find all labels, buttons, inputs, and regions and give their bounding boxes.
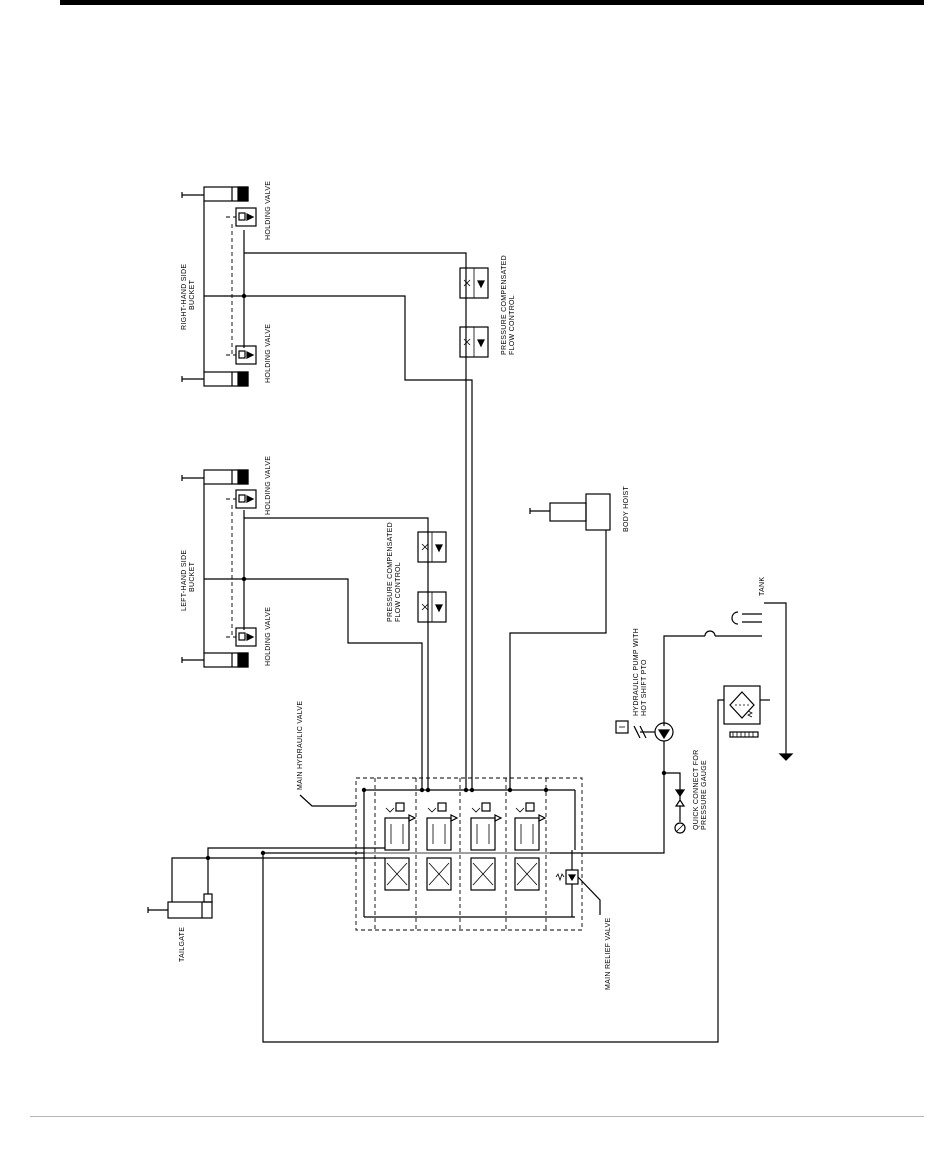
- main-valve-label: MAIN HYDRAULIC VALVE: [297, 701, 304, 790]
- lh-holding-valve-bottom-label: HOLDING VALVE: [265, 607, 272, 666]
- lh-holding-valve-top-label: HOLDING VALVE: [265, 456, 272, 515]
- quick-connect: [674, 789, 686, 834]
- svg-text:*: *: [782, 756, 785, 762]
- pump-label-1: HYDRAULIC PUMP WITH: [633, 628, 640, 716]
- rh-holding-valve-bottom-label: HOLDING VALVE: [265, 324, 272, 383]
- lh-flow-control-top: [417, 531, 447, 563]
- lh-holding-valve-top: [226, 489, 257, 509]
- rh-bucket-label-2: BUCKET: [189, 279, 196, 310]
- lh-holding-valve-bottom: [226, 627, 257, 647]
- pump-label-2: HOT SHIFT PTO: [641, 659, 648, 716]
- lh-bucket-label-1: LEFT-HAND SIDE: [181, 550, 188, 611]
- quick-connect-label-2: PRESSURE GAUGE: [701, 760, 708, 830]
- lh-flow-control-bottom: [417, 591, 447, 623]
- spool-2: [426, 802, 459, 891]
- spool-3: [470, 802, 503, 891]
- lh-pcfc-label-2: FLOW CONTROL: [395, 562, 402, 622]
- rh-holding-valve-top: [226, 207, 257, 227]
- top-rule: [60, 0, 924, 5]
- left-hand-bucket: HOLDING VALVE HOLDING VALVE LEFT-HAND SI…: [181, 456, 272, 668]
- rh-top-cylinder: [181, 186, 249, 202]
- return-filter: [723, 685, 761, 738]
- rh-bottom-cylinder: [181, 371, 249, 387]
- lh-top-cylinder: [181, 469, 249, 485]
- tailgate-cylinder: [147, 893, 213, 919]
- hydraulic-pump: [615, 720, 674, 742]
- spool-4: [514, 802, 547, 891]
- rh-flow-control-top: [459, 267, 489, 299]
- rh-pcfc-label-1: PRESSURE COMPENSATED: [501, 255, 508, 355]
- relief-label: MAIN RELIEF VALVE: [605, 917, 612, 990]
- body-hoist-label: BODY HOIST: [623, 486, 630, 532]
- body-hoist-cylinder: [529, 493, 611, 531]
- tank-symbol: [731, 611, 762, 625]
- right-hand-bucket: HOLDING VALVE HOLDING VALVE RIGHT-HAND S…: [181, 181, 272, 387]
- rh-holding-valve-top-label: HOLDING VALVE: [265, 181, 272, 240]
- rh-pcfc-label-2: FLOW CONTROL: [509, 295, 516, 355]
- main-relief-valve: [555, 850, 579, 917]
- lh-bucket-label-2: BUCKET: [189, 561, 196, 592]
- main-hydraulic-valve: [355, 777, 583, 931]
- tailgate-label: TAILGATE: [179, 927, 186, 962]
- rh-flow-control-bottom: [459, 326, 489, 358]
- spool-1: [384, 802, 417, 891]
- lh-bottom-cylinder: [181, 652, 249, 668]
- lh-pcfc-label-1: PRESSURE COMPENSATED: [387, 522, 394, 622]
- quick-connect-label-1: QUICK CONNECT FOR: [693, 750, 700, 830]
- tank-label: TANK: [759, 577, 766, 596]
- rh-bucket-label-1: RIGHT-HAND SIDE: [181, 264, 188, 330]
- bottom-rule: [30, 1116, 924, 1117]
- rh-holding-valve-bottom: [226, 345, 257, 365]
